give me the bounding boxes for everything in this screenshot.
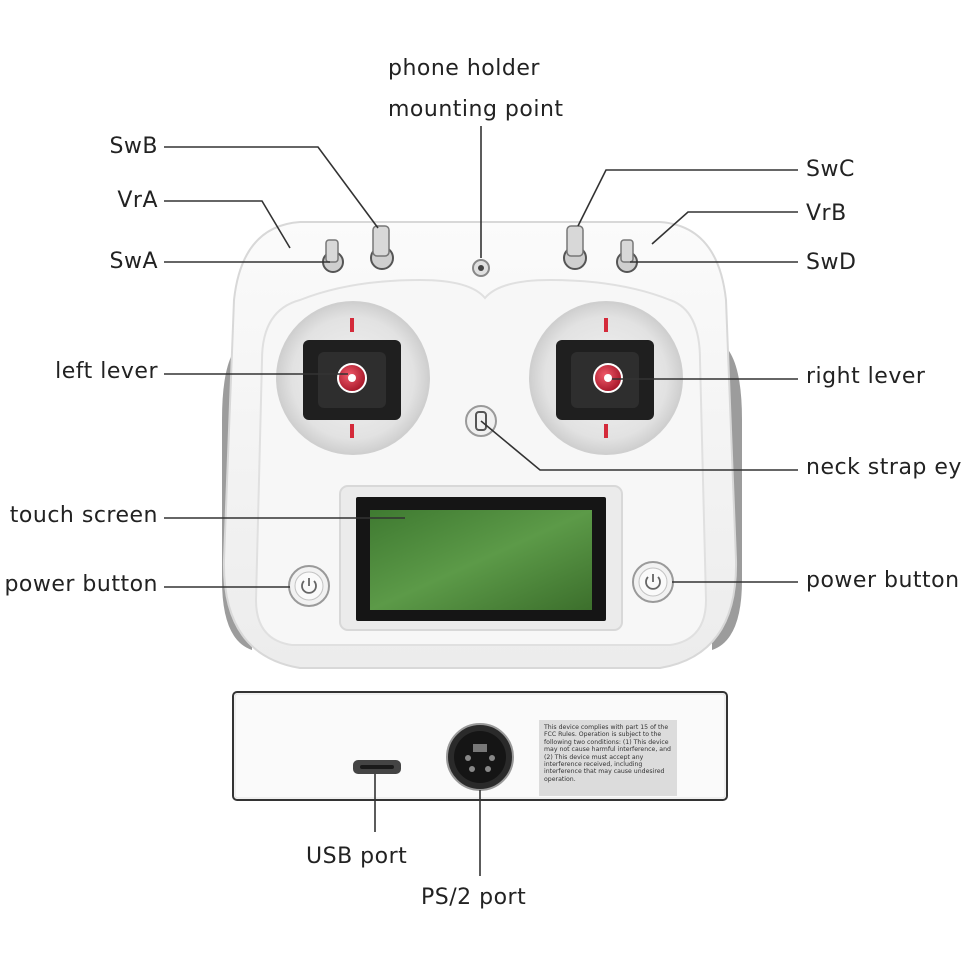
usb-port bbox=[353, 760, 401, 774]
power-button-left[interactable] bbox=[288, 565, 330, 607]
touch-screen[interactable] bbox=[339, 485, 623, 631]
leader-vra bbox=[164, 200, 291, 249]
label-swa: SwA bbox=[109, 249, 158, 274]
phone-holder-mount bbox=[472, 259, 490, 277]
fcc-notice: This device complies with part 15 of the… bbox=[539, 720, 677, 796]
label-vra: VrA bbox=[117, 188, 158, 213]
label-ps2-port: PS/2 port bbox=[421, 885, 527, 910]
label-vrb: VrB bbox=[806, 201, 847, 226]
label-swd: SwD bbox=[806, 250, 857, 275]
leader-swc bbox=[577, 169, 798, 227]
label-neck-strap: neck strap ey bbox=[806, 455, 962, 480]
right-lever[interactable] bbox=[529, 301, 683, 455]
leader-vrb bbox=[651, 211, 798, 245]
switch-swa[interactable] bbox=[322, 239, 344, 273]
label-right-lever: right lever bbox=[806, 364, 926, 389]
power-button-right[interactable] bbox=[632, 561, 674, 603]
leader-swb bbox=[164, 146, 379, 229]
ps2-port bbox=[446, 723, 514, 791]
label-power-button-right: power button bbox=[806, 568, 960, 593]
label-touch-screen: touch screen bbox=[9, 503, 158, 528]
switch-swb[interactable] bbox=[370, 225, 394, 270]
switch-swc[interactable] bbox=[563, 225, 587, 270]
left-lever[interactable] bbox=[276, 301, 430, 455]
label-swc: SwC bbox=[806, 157, 855, 182]
label-power-button-left: power button bbox=[4, 572, 158, 597]
label-swb: SwB bbox=[109, 134, 158, 159]
label-usb-port: USB port bbox=[306, 844, 408, 869]
leader-lines bbox=[164, 126, 798, 876]
label-phone-holder-line1: phone holder bbox=[388, 56, 540, 81]
label-left-lever: left lever bbox=[55, 359, 158, 384]
label-phone-holder-line2: mounting point bbox=[388, 97, 564, 122]
leader-neck-strap bbox=[480, 420, 798, 471]
